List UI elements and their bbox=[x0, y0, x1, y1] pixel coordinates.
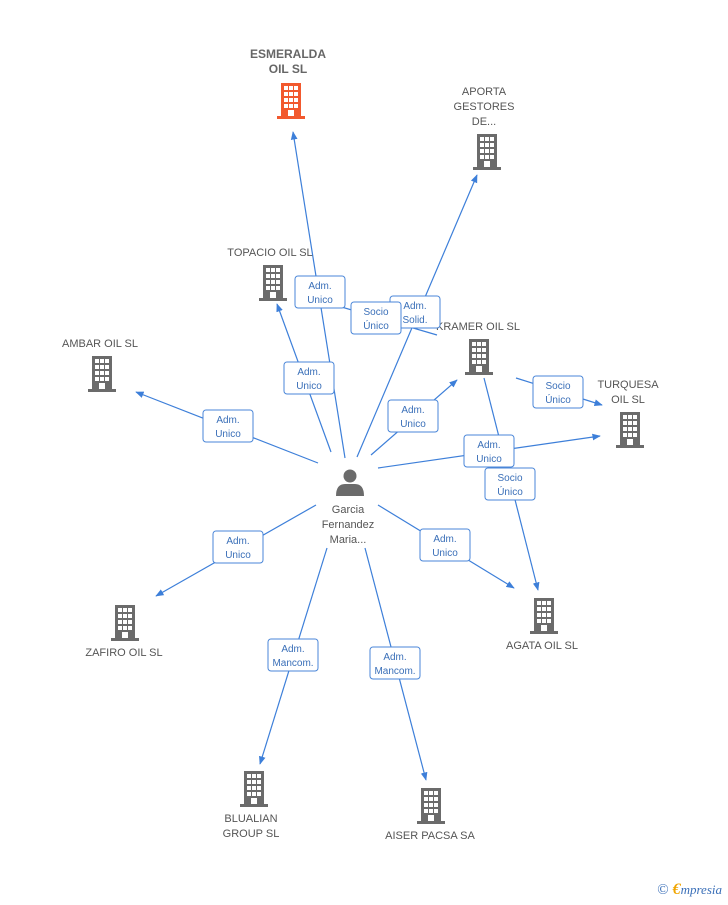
company-node-blualian[interactable]: BLUALIAN GROUP SL bbox=[223, 771, 280, 840]
person-name: Fernandez bbox=[322, 519, 375, 531]
edge-label-box bbox=[484, 467, 536, 501]
person-name: Garcia bbox=[332, 504, 365, 516]
edge-label-text: Mancom. bbox=[374, 666, 415, 677]
edge-labels-layer: Adm.UnicoAdm.Solid.Adm.UnicoSocioÚnicoAd… bbox=[202, 275, 584, 680]
person-icon bbox=[336, 469, 364, 496]
edge-label-person-to-zafiro[interactable]: Adm. Unico bbox=[212, 530, 264, 564]
building-icon bbox=[530, 598, 558, 634]
edge-label-person-to-aiser[interactable]: Adm. Mancom. bbox=[369, 646, 421, 680]
edge-label-text: Adm. bbox=[433, 534, 456, 545]
edge-label-text: Unico bbox=[307, 295, 333, 306]
edge-label-box bbox=[212, 530, 264, 564]
edge-label-text: Adm. bbox=[477, 440, 500, 451]
company-node-ambar[interactable]: AMBAR OIL SL bbox=[62, 338, 138, 392]
building-icon bbox=[240, 771, 268, 807]
edge-label-box bbox=[283, 361, 335, 395]
edge-label-box bbox=[350, 301, 402, 335]
edge-label-box bbox=[202, 409, 254, 443]
company-name: DE... bbox=[472, 116, 496, 128]
company-node-turquesa[interactable]: TURQUESA OIL SL bbox=[597, 379, 659, 448]
edge-label-text: Unico bbox=[296, 381, 322, 392]
edge-label-box bbox=[532, 375, 584, 409]
edge-label-text: Adm. bbox=[297, 367, 320, 378]
edge-label-text: Unico bbox=[476, 454, 502, 465]
company-name: AMBAR OIL SL bbox=[62, 338, 138, 350]
edge-label-person-to-agata[interactable]: Adm. Unico bbox=[419, 528, 471, 562]
building-icon bbox=[111, 605, 139, 641]
edge-label-text: Socio bbox=[497, 473, 522, 484]
building-icon bbox=[259, 265, 287, 301]
edge-label-box bbox=[294, 275, 346, 309]
company-name: TOPACIO OIL SL bbox=[227, 247, 312, 259]
edges-layer bbox=[135, 131, 603, 781]
empresia-logo[interactable]: ©€mpresia bbox=[657, 881, 722, 899]
edge-label-box bbox=[387, 399, 439, 433]
edge-label-text: Solid. bbox=[402, 315, 427, 326]
edge-label-text: Unico bbox=[215, 429, 241, 440]
building-icon bbox=[417, 788, 445, 824]
company-node-aporta[interactable]: APORTA GESTORES DE... bbox=[454, 86, 515, 170]
edge-label-text: Único bbox=[545, 393, 571, 406]
company-name: ZAFIRO OIL SL bbox=[85, 647, 162, 659]
edge-label-text: Adm. bbox=[216, 415, 239, 426]
edge-label-box bbox=[419, 528, 471, 562]
person-name: Maria... bbox=[330, 534, 367, 546]
building-icon bbox=[88, 356, 116, 392]
edge-label-text: Adm. bbox=[401, 405, 424, 416]
edge-label-text: Unico bbox=[225, 550, 251, 561]
company-node-aiser[interactable]: AISER PACSA SA bbox=[385, 788, 475, 842]
company-name: APORTA bbox=[462, 86, 507, 98]
edge-label-text: Mancom. bbox=[272, 658, 313, 669]
company-name: AGATA OIL SL bbox=[506, 640, 578, 652]
building-icon bbox=[465, 339, 493, 375]
edge-label-text: Adm. bbox=[403, 301, 426, 312]
edge-label-person-to-turquesa[interactable]: Adm. Unico bbox=[463, 434, 515, 468]
company-name: GROUP SL bbox=[223, 828, 280, 840]
edge-label-text: Adm. bbox=[226, 536, 249, 547]
company-name: TURQUESA bbox=[597, 379, 659, 391]
edge-label-box bbox=[369, 646, 421, 680]
brand-initial: € bbox=[672, 881, 681, 898]
copyright-mark: © bbox=[657, 882, 669, 898]
company-name: AISER PACSA SA bbox=[385, 830, 475, 842]
edge-label-text: Unico bbox=[432, 548, 458, 559]
edge-label-text: Único bbox=[497, 485, 523, 498]
edge-label-person-to-kramer[interactable]: Adm. Unico bbox=[387, 399, 439, 433]
building-icon bbox=[616, 412, 644, 448]
edge-label-person-to-esmeralda[interactable]: Adm. Unico bbox=[294, 275, 346, 309]
edge-label-text: Único bbox=[363, 319, 389, 332]
edge-label-text: Unico bbox=[400, 419, 426, 430]
company-name: OIL SL bbox=[269, 62, 307, 76]
company-name: GESTORES bbox=[454, 101, 515, 113]
edge-label-person-to-blualian[interactable]: Adm. Mancom. bbox=[267, 638, 319, 672]
building-icon bbox=[473, 134, 501, 170]
edge-label-person-to-aporta[interactable]: Adm. Solid. bbox=[389, 295, 441, 329]
company-node-zafiro[interactable]: ZAFIRO OIL SL bbox=[85, 605, 163, 659]
edge-label-text: Adm. bbox=[383, 652, 406, 663]
building-icon bbox=[277, 83, 305, 119]
company-name: KRAMER OIL SL bbox=[436, 321, 520, 333]
edge-label-box bbox=[463, 434, 515, 468]
edge-label-text: Socio bbox=[363, 307, 388, 318]
company-node-kramer[interactable]: KRAMER OIL SL bbox=[436, 321, 520, 375]
edge-label-text: Adm. bbox=[281, 644, 304, 655]
edge-label-text: Adm. bbox=[308, 281, 331, 292]
company-name: ESMERALDA bbox=[250, 47, 326, 61]
edge-label-person-to-ambar[interactable]: Adm. Unico bbox=[202, 409, 254, 443]
company-name: OIL SL bbox=[611, 394, 645, 406]
person-node[interactable]: GarciaFernandezMaria... bbox=[322, 469, 375, 547]
company-node-agata[interactable]: AGATA OIL SL bbox=[506, 598, 578, 652]
company-node-topacio[interactable]: TOPACIO OIL SL bbox=[227, 247, 313, 301]
edge-label-text: Socio bbox=[545, 381, 570, 392]
brand-name: mpresia bbox=[680, 882, 722, 897]
edge-label-box bbox=[267, 638, 319, 672]
company-name: BLUALIAN bbox=[224, 813, 277, 825]
edge-label-person-to-topacio[interactable]: Adm. Unico bbox=[283, 361, 335, 395]
